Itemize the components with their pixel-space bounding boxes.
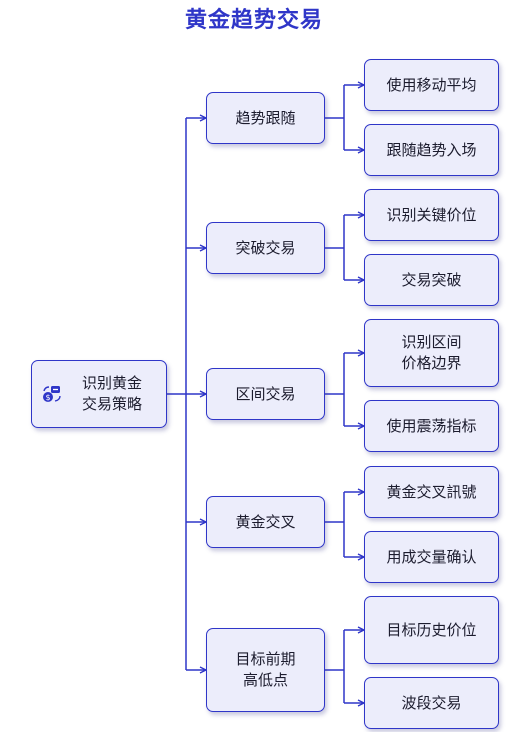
root-label: 识别黄金 交易策略 xyxy=(82,374,143,413)
branch-node-breakout: 突破交易 xyxy=(206,222,325,274)
money-exchange-icon: $ xyxy=(43,386,61,402)
svg-text:$: $ xyxy=(45,393,50,402)
root-node: $ 识别黄金 交易策略 xyxy=(31,360,167,428)
leaf-node-follow-trend-entry: 跟随趋势入场 xyxy=(364,124,499,176)
diagram-title: 黄金趋势交易 xyxy=(184,8,323,33)
leaf-node-key-levels: 识别关键价位 xyxy=(364,189,499,241)
leaf-node-moving-average: 使用移动平均 xyxy=(364,59,499,111)
leaf-node-oscillator: 使用震荡指标 xyxy=(364,400,499,452)
branch-node-golden-cross: 黄金交叉 xyxy=(206,496,325,548)
branch-node-trend-following: 趋势跟随 xyxy=(206,92,325,144)
branch-node-range: 区间交易 xyxy=(206,368,325,420)
leaf-node-range-boundaries: 识别区间 价格边界 xyxy=(364,319,499,387)
leaf-node-swing-trading: 波段交易 xyxy=(364,677,499,729)
leaf-node-trade-breakout: 交易突破 xyxy=(364,254,499,306)
leaf-node-historical-levels: 目标历史价位 xyxy=(364,596,499,664)
leaf-node-golden-cross-signal: 黄金交叉訊號 xyxy=(364,466,499,518)
branch-node-prior-highs-lows: 目标前期 高低点 xyxy=(206,628,325,712)
leaf-node-volume-confirm: 用成交量确认 xyxy=(364,531,499,583)
